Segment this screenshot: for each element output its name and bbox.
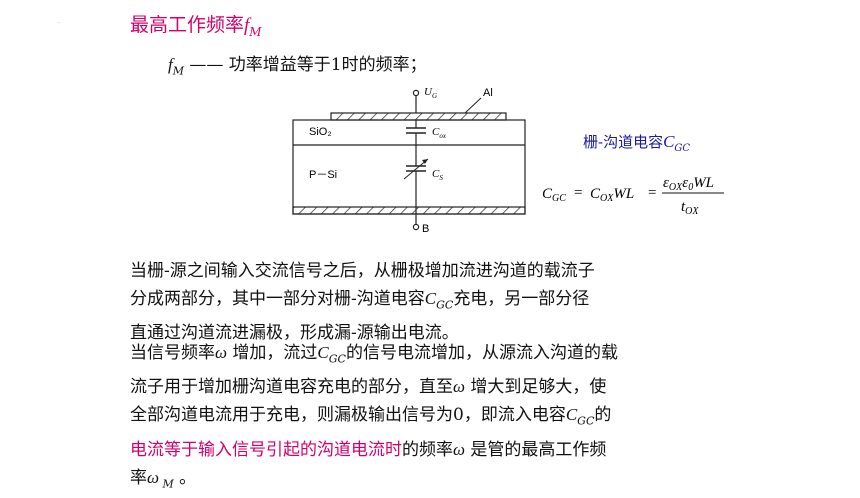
definition-line: fM —— 功率增益等于1时的频率； — [168, 55, 427, 78]
paragraph2-line3: 全部沟道电流用于充电，则漏极输出信号为0，即流入电容CGC的 — [130, 405, 612, 428]
cox-label: Cox — [432, 126, 447, 140]
sio2-label: SiO₂ — [309, 126, 332, 138]
paragraph2-line5: 率ω M 。 — [130, 467, 197, 491]
cs-label: CS — [432, 168, 443, 182]
body-terminal — [412, 223, 420, 231]
mos-structure-diagram: UG Al SiO₂ P－Si Cox CS B — [292, 86, 526, 235]
formula-equals-2: = — [648, 185, 656, 201]
gate-terminal — [412, 89, 420, 97]
paragraph1-line3: 直通过沟道流进漏极，形成漏-源输出电流。 — [130, 323, 459, 344]
formula-numerator: εOXε0WL — [663, 175, 714, 193]
formula-middle: COXWL — [590, 186, 634, 204]
formula-denominator: tOX — [681, 199, 699, 217]
al-label: Al — [483, 87, 493, 99]
page-title: 最高工作频率fM — [130, 14, 262, 39]
gate-channel-capacitance-label: 栅-沟道电容CGC — [583, 132, 691, 154]
ug-label: UG — [424, 86, 437, 100]
bottom-contact-layer — [292, 206, 526, 215]
b-label: B — [422, 223, 429, 235]
paragraph2-line4: 电流等于输入信号引起的沟道电流时的频率ω 是管的最高工作频 — [130, 439, 607, 460]
formula-lhs: CGC — [542, 186, 566, 204]
paragraph-charging: 当栅-源之间输入交流信号之后，从栅极增加流进沟道的载流子 分成两部分，其中一部分… — [130, 257, 595, 347]
psi-label: P－Si — [309, 169, 337, 181]
decorative-dot: · — [58, 20, 60, 27]
capacitance-formula: CGC = COXWL = εOXε0WL tOX — [542, 175, 724, 217]
paragraph2-line2: 流子用于增加栅沟道电容充电的部分，直至ω 增大到足够大，使 — [130, 377, 607, 398]
paragraph1-line1: 当栅-源之间输入交流信号之后，从栅极增加流进沟道的载流子 — [130, 261, 595, 281]
highlighted-condition: 电流等于输入信号引起的沟道电流时 — [130, 439, 402, 460]
paragraph1-line2: 分成两部分，其中一部分对栅-沟道电容CGC充电，另一部分径 — [130, 289, 590, 312]
paragraph-max-frequency: 当信号频率ω 增加，流过CGC的信号电流增加，从源流入沟道的载 流子用于增加栅沟… — [130, 339, 618, 498]
al-gate-layer — [330, 112, 507, 121]
paragraph2-line1: 当信号频率ω 增加，流过CGC的信号电流增加，从源流入沟道的载 — [130, 343, 618, 366]
formula-equals-1: = — [574, 185, 582, 201]
